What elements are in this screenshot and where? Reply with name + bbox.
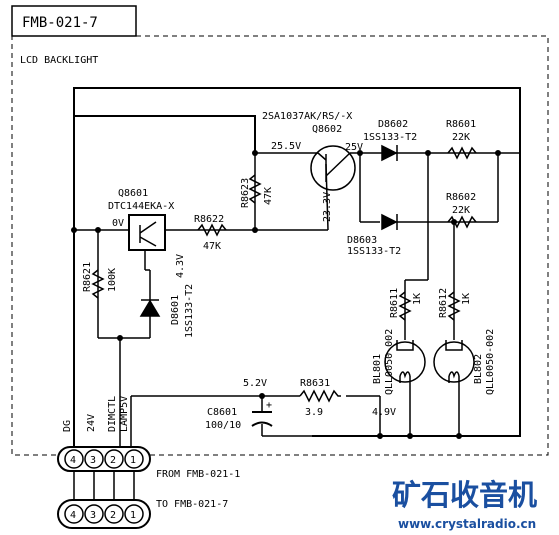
- q8601-ref: Q8601: [118, 188, 148, 199]
- section-title: LCD BACKLIGHT: [20, 55, 98, 66]
- d8603-part: 1SS133-T2: [347, 246, 401, 257]
- bl802-ref: BL802: [473, 354, 484, 384]
- junction: [425, 150, 431, 156]
- q8602-ref: Q8602: [312, 124, 342, 135]
- bl802-part: QLL0050-002: [485, 329, 496, 395]
- connector-to-pin: 3: [90, 510, 96, 521]
- connector-to: 4 3 2 1: [57, 499, 151, 529]
- board-id: FMB-021-7: [22, 15, 98, 31]
- junction: [117, 335, 123, 341]
- junction: [456, 433, 462, 439]
- voltage-4-3v: 4.3V: [175, 254, 186, 278]
- junction: [252, 150, 258, 156]
- connector-to-label: TO FMB-021-7: [156, 499, 228, 510]
- d8601-diode: [139, 299, 161, 317]
- junction: [377, 433, 383, 439]
- r8601-value: 22K: [452, 132, 470, 143]
- d8602-ref: D8602: [378, 119, 408, 130]
- signal-lamp5v: LAMP5V: [119, 396, 130, 432]
- connector-to-pin: 4: [70, 510, 76, 521]
- circuit-frame: [73, 87, 521, 448]
- voltage-0v: 0V: [112, 218, 124, 229]
- junction: [259, 393, 265, 399]
- dashed-border: [11, 35, 549, 456]
- q8601-part: DTC144EKA-X: [108, 201, 174, 212]
- r8611-ref: R8611: [389, 288, 400, 318]
- diode-wiring: [397, 153, 499, 340]
- junction: [407, 433, 413, 439]
- connector-from: 4 3 2 1: [57, 446, 151, 472]
- connector-from-pin: 4: [70, 455, 76, 466]
- voltage-5-2v: 5.2V: [243, 378, 267, 389]
- connector-to-pin: 2: [110, 510, 116, 521]
- bl802-lamp: [433, 340, 475, 436]
- board-id-box: [11, 5, 137, 37]
- connector-from-pin: 1: [130, 455, 136, 466]
- r8631-resistor: [299, 389, 341, 403]
- watermark-url: www.crystalradio.cn: [398, 517, 536, 531]
- d8603-diode: [381, 213, 398, 231]
- r8602-value: 22K: [452, 205, 470, 216]
- r8601-resistor: [447, 146, 477, 160]
- watermark-title: 矿石收音机: [392, 478, 537, 512]
- connector-from-pin: 3: [90, 455, 96, 466]
- bl801-ref: BL801: [372, 354, 383, 384]
- signal-dg: DG: [62, 420, 73, 432]
- q8602-part: 2SA1037AK/RS/-X: [262, 111, 352, 122]
- connector-from-pin: 2: [110, 455, 116, 466]
- d8601-ref: D8601: [170, 295, 181, 325]
- c8601-value: 100/10: [205, 420, 241, 431]
- r8622-value: 47K: [203, 241, 221, 252]
- c8601-capacitor: [251, 411, 273, 427]
- bl801-lamp: [384, 340, 426, 436]
- q8602-area: [165, 145, 520, 231]
- r8602-ref: R8602: [446, 192, 476, 203]
- r8631-ref: R8631: [300, 378, 330, 389]
- r8612-value: 1K: [461, 293, 472, 305]
- junction: [252, 227, 258, 233]
- r8631-value: 3.9: [305, 407, 323, 418]
- signal-dimctl: DIMCTL: [107, 396, 118, 432]
- d8601-part: 1SS133-T2: [184, 284, 195, 338]
- voltage-23-3v: 23.3V: [322, 192, 333, 222]
- connector-to-pin: 1: [130, 510, 136, 521]
- c8601-polarity: +: [266, 400, 272, 411]
- voltage-25v: 25V: [345, 142, 363, 153]
- r8611-value: 1K: [412, 293, 423, 305]
- r8623-ref: R8623: [240, 178, 251, 208]
- d8602-diode: [381, 144, 398, 162]
- r8621-resistor: [91, 269, 105, 299]
- r8611-resistor: [398, 291, 412, 321]
- r8602-resistor: [447, 215, 477, 229]
- voltage-25-5v: 25.5V: [271, 141, 301, 152]
- connector-from-label: FROM FMB-021-1: [156, 469, 240, 480]
- r8601-ref: R8601: [446, 119, 476, 130]
- junction: [451, 219, 457, 225]
- lamp-supply-wiring: [130, 395, 381, 448]
- r8621-ref: R8621: [82, 262, 93, 292]
- d8603-ref: D8603: [347, 235, 377, 246]
- r8623-resistor: [248, 174, 262, 204]
- c8601-ref: C8601: [207, 407, 237, 418]
- junction: [495, 150, 501, 156]
- r8621-value: 100K: [107, 268, 118, 292]
- r8622-resistor: [197, 223, 227, 237]
- r8623-value: 47K: [263, 187, 274, 205]
- q8601-area: [97, 214, 166, 448]
- junction: [357, 150, 363, 156]
- r8622-ref: R8622: [194, 214, 224, 225]
- signal-24v: 24V: [86, 414, 97, 432]
- r8612-ref: R8612: [438, 288, 449, 318]
- r8612-resistor: [447, 291, 461, 321]
- voltage-4-9v: 4.9V: [372, 407, 396, 418]
- d8602-part: 1SS133-T2: [363, 132, 417, 143]
- bl801-part: QLL0050-002: [384, 329, 395, 395]
